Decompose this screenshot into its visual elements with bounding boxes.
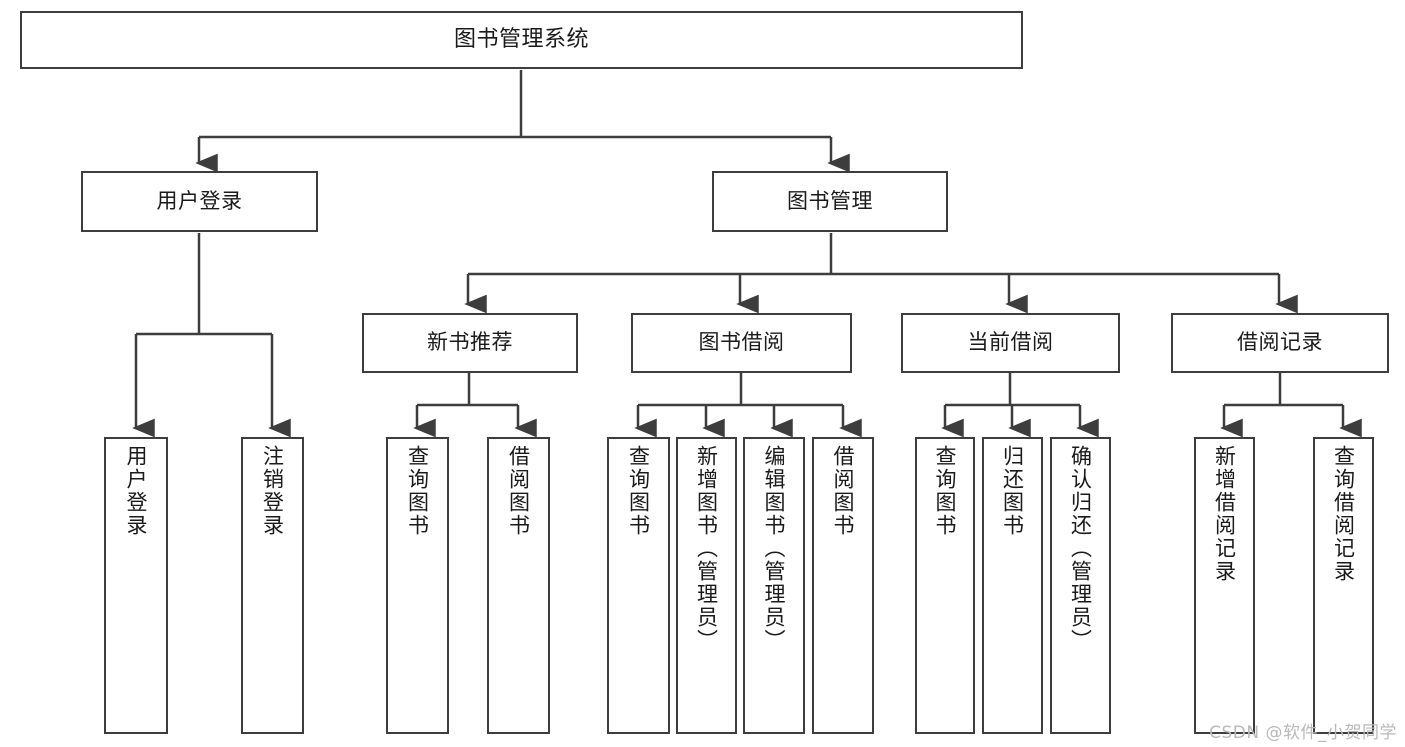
node-label: 借阅记录 [1237, 330, 1323, 355]
node-label: 归还图书 [1000, 445, 1025, 537]
node-label: 新增图书（管理员） [694, 445, 719, 652]
node-label: 查询借阅记录 [1331, 445, 1356, 583]
node-label: 新书推荐 [427, 330, 513, 355]
leaf-recommend-borrow-book[interactable]: 借阅图书 [487, 437, 550, 734]
leaf-borrow-query-book[interactable]: 查询图书 [607, 437, 670, 734]
node-label: 当前借阅 [967, 330, 1054, 355]
node-label: 借阅图书 [506, 445, 531, 537]
node-label: 图书借阅 [698, 330, 785, 355]
leaf-user-login-signout[interactable]: 注销登录 [241, 437, 304, 734]
leaf-borrow-add-book-admin[interactable]: 新增图书（管理员） [676, 437, 737, 734]
node-label: 编辑图书（管理员） [762, 445, 787, 652]
node-label: 新增借阅记录 [1212, 445, 1237, 583]
leaf-current-query-book[interactable]: 查询图书 [915, 437, 975, 734]
node-label: 注销登录 [260, 445, 285, 537]
node-label: 图书管理系统 [453, 26, 589, 52]
node-label: 确认归还（管理员） [1068, 445, 1093, 652]
node-label: 查询图书 [405, 445, 430, 537]
node-new-book-recommend[interactable]: 新书推荐 [362, 313, 578, 373]
leaf-borrow-edit-book-admin[interactable]: 编辑图书（管理员） [743, 437, 805, 734]
node-root-system[interactable]: 图书管理系统 [20, 11, 1023, 69]
node-label: 用户登录 [124, 445, 149, 537]
leaf-recommend-query-book[interactable]: 查询图书 [386, 437, 449, 734]
node-label: 借阅图书 [831, 445, 856, 537]
node-user-login[interactable]: 用户登录 [81, 171, 318, 232]
leaf-user-login-signin[interactable]: 用户登录 [104, 437, 168, 734]
leaf-record-add-record[interactable]: 新增借阅记录 [1194, 437, 1255, 734]
node-label: 查询图书 [933, 445, 958, 537]
leaf-current-return-book[interactable]: 归还图书 [982, 437, 1043, 734]
node-label: 图书管理 [787, 188, 873, 213]
leaf-borrow-borrow-book[interactable]: 借阅图书 [812, 437, 874, 734]
node-label: 查询图书 [626, 445, 651, 537]
watermark-text: CSDN @软件_小贺同学 [1209, 723, 1397, 743]
node-borrow-record[interactable]: 借阅记录 [1171, 313, 1389, 373]
leaf-current-confirm-return-admin[interactable]: 确认归还（管理员） [1050, 437, 1111, 734]
node-label: 用户登录 [156, 188, 243, 213]
node-current-borrow[interactable]: 当前借阅 [901, 313, 1120, 373]
leaf-record-query-record[interactable]: 查询借阅记录 [1313, 437, 1374, 734]
node-book-borrow[interactable]: 图书借阅 [631, 313, 852, 373]
node-book-management[interactable]: 图书管理 [712, 171, 948, 232]
